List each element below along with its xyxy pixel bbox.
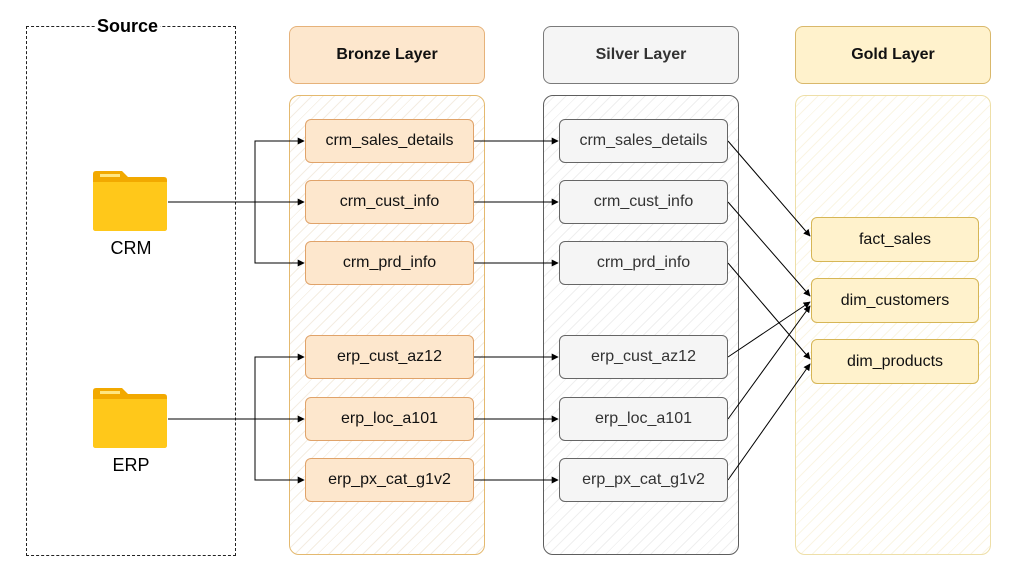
gold-node-dim-products[interactable]: dim_products [811,339,979,384]
crm-source-label: CRM [110,238,152,258]
gold-layer-container [795,95,991,555]
bronze-node-erp-loc-a101[interactable]: erp_loc_a101 [305,397,474,441]
silver-node-erp-px-cat-g1v2[interactable]: erp_px_cat_g1v2 [559,458,728,502]
gold-node-dim-customers[interactable]: dim_customers [811,278,979,323]
gold-node-fact-sales[interactable]: fact_sales [811,217,979,262]
edge-silver-gold-prd [727,262,811,360]
erp-source-label: ERP [112,455,150,475]
bronze-node-crm-prd-info[interactable]: crm_prd_info [305,241,474,285]
bronze-node-erp-px-cat-g1v2[interactable]: erp_px_cat_g1v2 [305,458,474,502]
silver-layer-header: Silver Layer [543,26,739,84]
bronze-layer-header: Bronze Layer [289,26,485,84]
edge-silver-gold-sales [727,140,811,237]
silver-node-crm-prd-info[interactable]: crm_prd_info [559,241,728,285]
bronze-node-crm-cust-info[interactable]: crm_cust_info [305,180,474,224]
edge-silver-gold-erpcust [727,301,811,358]
erp-folder-icon [92,387,168,449]
edge-silver-gold-cust [727,201,811,297]
edge-erp-bronze-cust [254,353,305,419]
edge-erp-bronze-px [254,419,305,484]
edge-crm-bronze-prd [254,202,305,267]
gold-layer-header: Gold Layer [795,26,991,84]
bronze-node-crm-sales-details[interactable]: crm_sales_details [305,119,474,163]
silver-node-erp-cust-az12[interactable]: erp_cust_az12 [559,335,728,379]
edge-silver-gold-loc [727,305,811,420]
crm-folder-icon [92,170,168,232]
silver-node-crm-cust-info[interactable]: crm_cust_info [559,180,728,224]
bronze-node-erp-cust-az12[interactable]: erp_cust_az12 [305,335,474,379]
source-group [26,26,236,556]
silver-node-crm-sales-details[interactable]: crm_sales_details [559,119,728,163]
edge-silver-gold-px [727,363,811,481]
silver-node-erp-loc-a101[interactable]: erp_loc_a101 [559,397,728,441]
edge-crm-bronze-sales [254,137,305,202]
source-title: Source [95,16,161,36]
